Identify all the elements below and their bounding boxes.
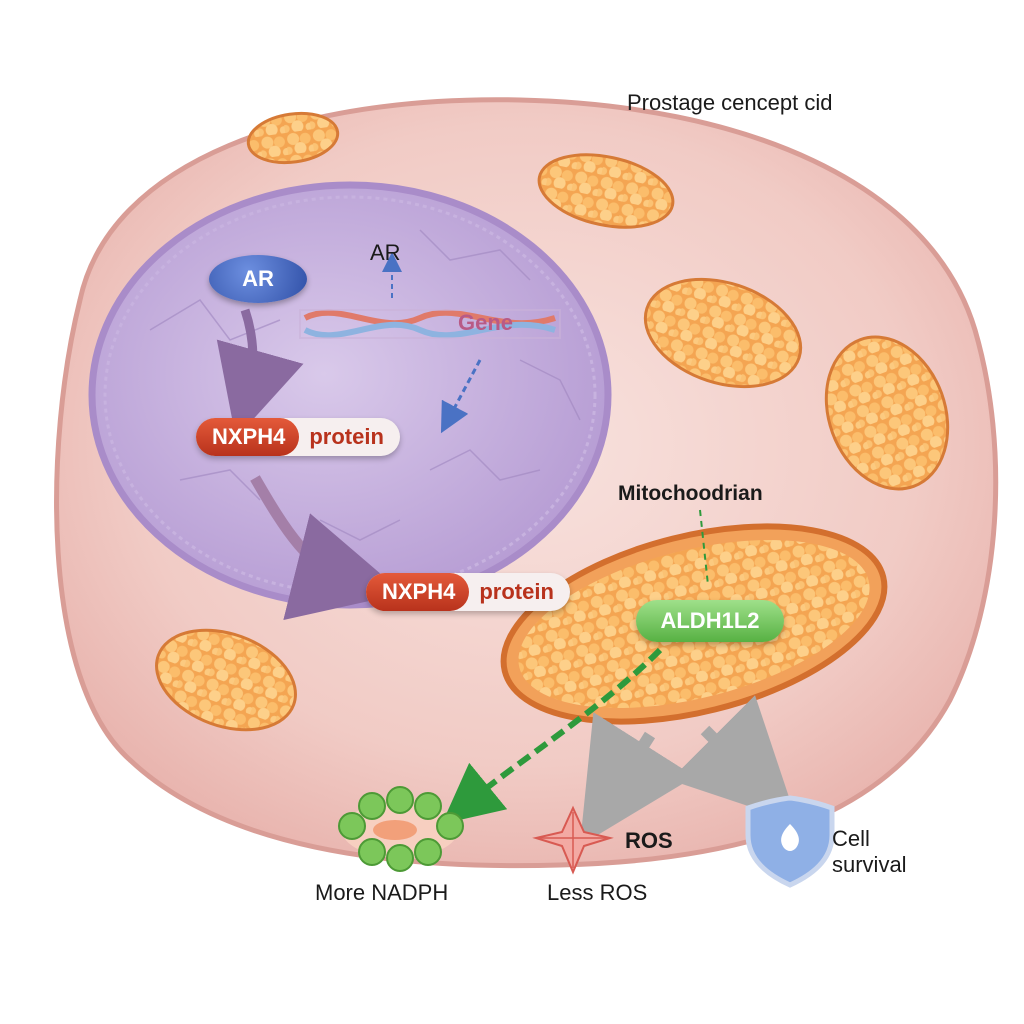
aldh1l2-label: ALDH1L2 — [660, 608, 760, 633]
mito-pointer-line — [699, 509, 709, 586]
shield-icon — [745, 795, 835, 888]
ar-receptor-label: AR — [242, 266, 274, 291]
mitochondrion-small-2 — [537, 153, 675, 229]
arrow-to-survival — [670, 695, 798, 823]
nxph4-protein-outside: NXPH4 protein — [366, 573, 570, 611]
protein-suffix-inside: protein — [309, 424, 384, 449]
arrow-protein-export — [250, 475, 404, 620]
nucleus — [88, 181, 612, 609]
ar-gene-dna — [299, 309, 561, 339]
arrow-ar-to-protein — [216, 308, 304, 439]
nxph4-label-inside: NXPH4 — [196, 418, 300, 456]
nxph4-protein-inside: NXPH4 protein — [196, 418, 400, 456]
nxph4-label-outside: NXPH4 — [366, 573, 470, 611]
arrow-to-ros — [579, 712, 695, 846]
nadph-icon — [338, 786, 464, 872]
ar-gene-label: AR — [370, 240, 401, 265]
mitochondrion-label: Mitochoodrian — [618, 482, 763, 505]
mitochondrion-small-3 — [643, 277, 803, 389]
mitochondrion-small-1 — [246, 111, 340, 165]
mitochondrion-small-5 — [155, 628, 297, 732]
mitochondrion-small-4 — [824, 335, 950, 491]
gene-label: Gene — [458, 310, 514, 335]
more-nadph-label: More NADPH — [315, 880, 449, 905]
arrow-gene-down — [440, 359, 482, 434]
diagram-title: Prostage cencept cid — [627, 90, 833, 115]
ros-tag: ROS — [625, 828, 673, 853]
cell-survival-label: Cell survival — [832, 826, 907, 878]
aldh1l2-enzyme: ALDH1L2 — [636, 600, 784, 642]
ar-receptor-oval: AR — [209, 255, 307, 303]
less-ros-label: Less ROS — [547, 880, 648, 905]
arrow-enzyme-to-nadph — [441, 647, 663, 824]
ros-icon — [532, 805, 614, 875]
protein-suffix-outside: protein — [479, 579, 554, 604]
